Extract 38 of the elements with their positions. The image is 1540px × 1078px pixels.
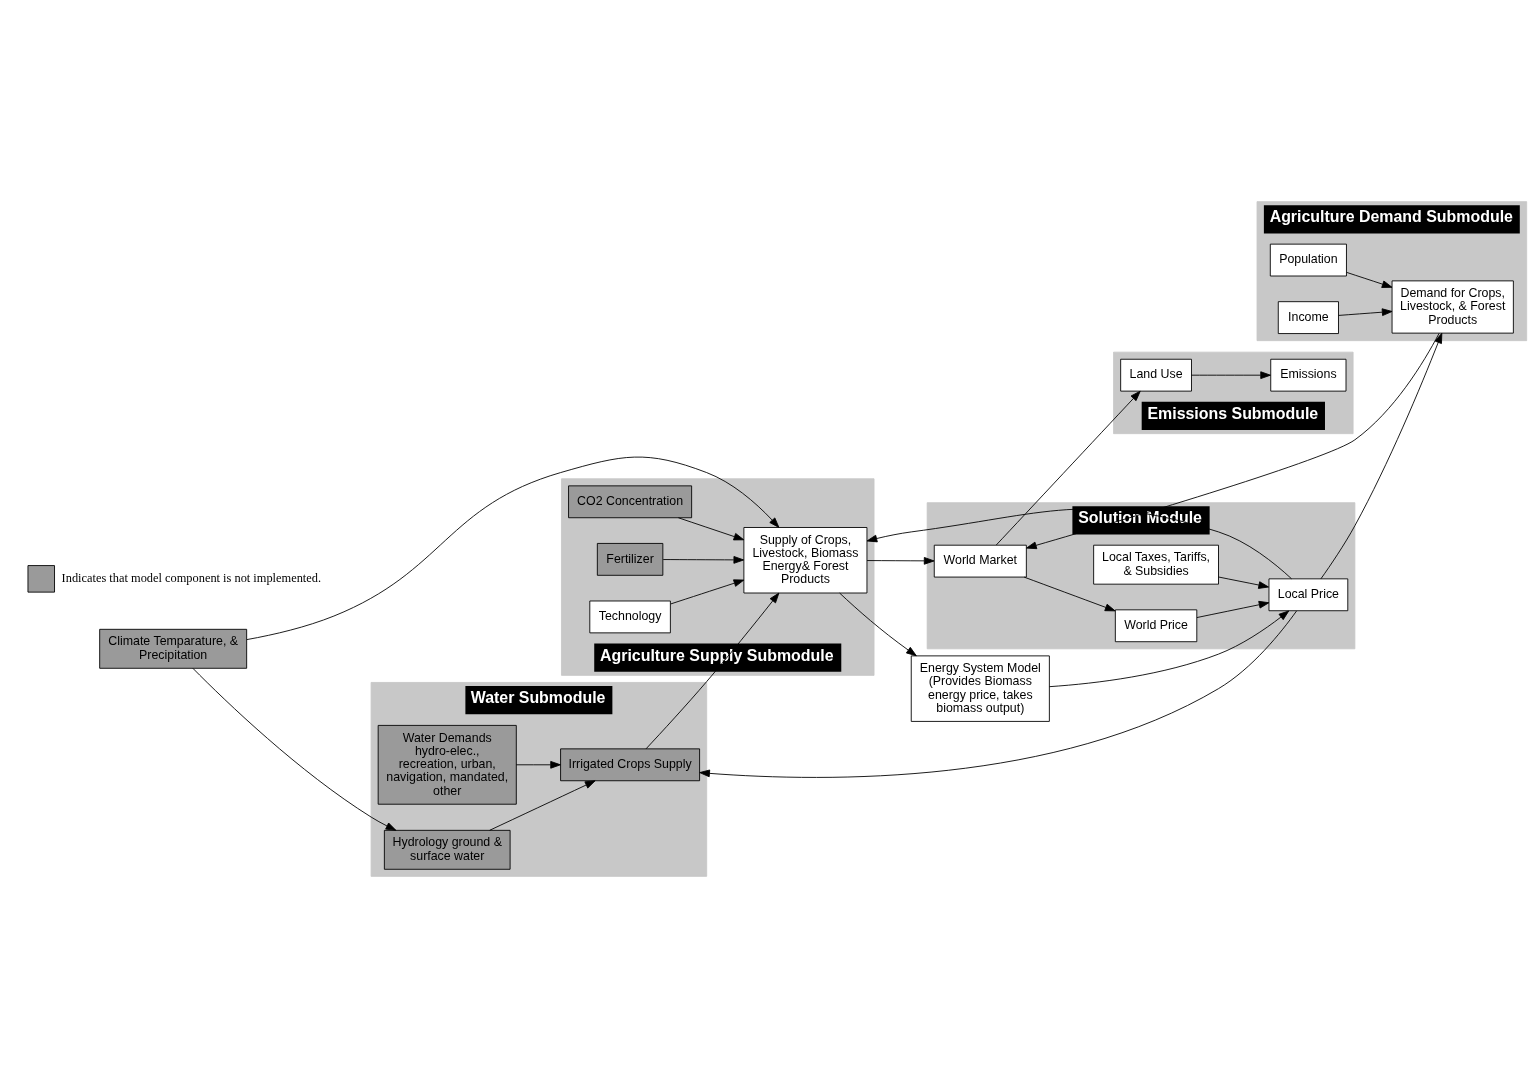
- arrow: [866, 557, 935, 565]
- arrow: [489, 780, 596, 831]
- arrow: [515, 760, 561, 769]
- arrow: [677, 517, 745, 541]
- legend-label: Indicates that model component is not implemented.: [61, 571, 322, 586]
- arrow: [1023, 576, 1116, 612]
- arrow: [1320, 332, 1443, 580]
- node-box: Supply of Crops, Livestock, Biomass Energy& Forest Products: [743, 527, 868, 594]
- node-box: Land Use: [1120, 358, 1192, 392]
- node-box: Demand for Crops, Livestock, & Forest Products: [1391, 280, 1514, 334]
- arrow: [1196, 600, 1270, 618]
- arrow: [1218, 576, 1269, 589]
- node-box: CO2 Concentration: [568, 485, 693, 519]
- arrow: [192, 667, 397, 831]
- node-box: Energy System Model (Provides Biomass energy price, takes biomass output): [910, 655, 1050, 722]
- arrow: [1346, 271, 1393, 288]
- node-box: Irrigated Crops Supply: [560, 748, 701, 782]
- node-box: Climate Temparature, & Precipitation: [99, 628, 248, 669]
- arrow: [645, 592, 780, 750]
- arrow: [1191, 371, 1271, 380]
- arrow: [662, 556, 745, 564]
- node-box: World Price: [1114, 609, 1198, 643]
- arrow: [670, 579, 745, 605]
- node-box: Local Price: [1268, 578, 1349, 612]
- arrow: [1338, 308, 1393, 317]
- node-box: Fertilizer: [596, 543, 664, 576]
- node-box: Hydrology ground & surface water: [383, 829, 511, 870]
- arrow: [995, 390, 1141, 546]
- arrow: [839, 592, 917, 657]
- node-box: Water Demands hydro-elec., recreation, urban, navigation, mandated, other: [377, 724, 517, 805]
- arrow: [246, 456, 780, 641]
- node-box: World Market: [933, 544, 1027, 578]
- node-box: Income: [1277, 301, 1339, 334]
- node-box: Population: [1269, 243, 1347, 277]
- node-box: Technology: [589, 600, 671, 634]
- node-box: Emissions: [1270, 358, 1347, 392]
- node-box: Local Taxes, Tariffs, & Subsidies: [1093, 544, 1219, 585]
- arrow: [1026, 332, 1440, 550]
